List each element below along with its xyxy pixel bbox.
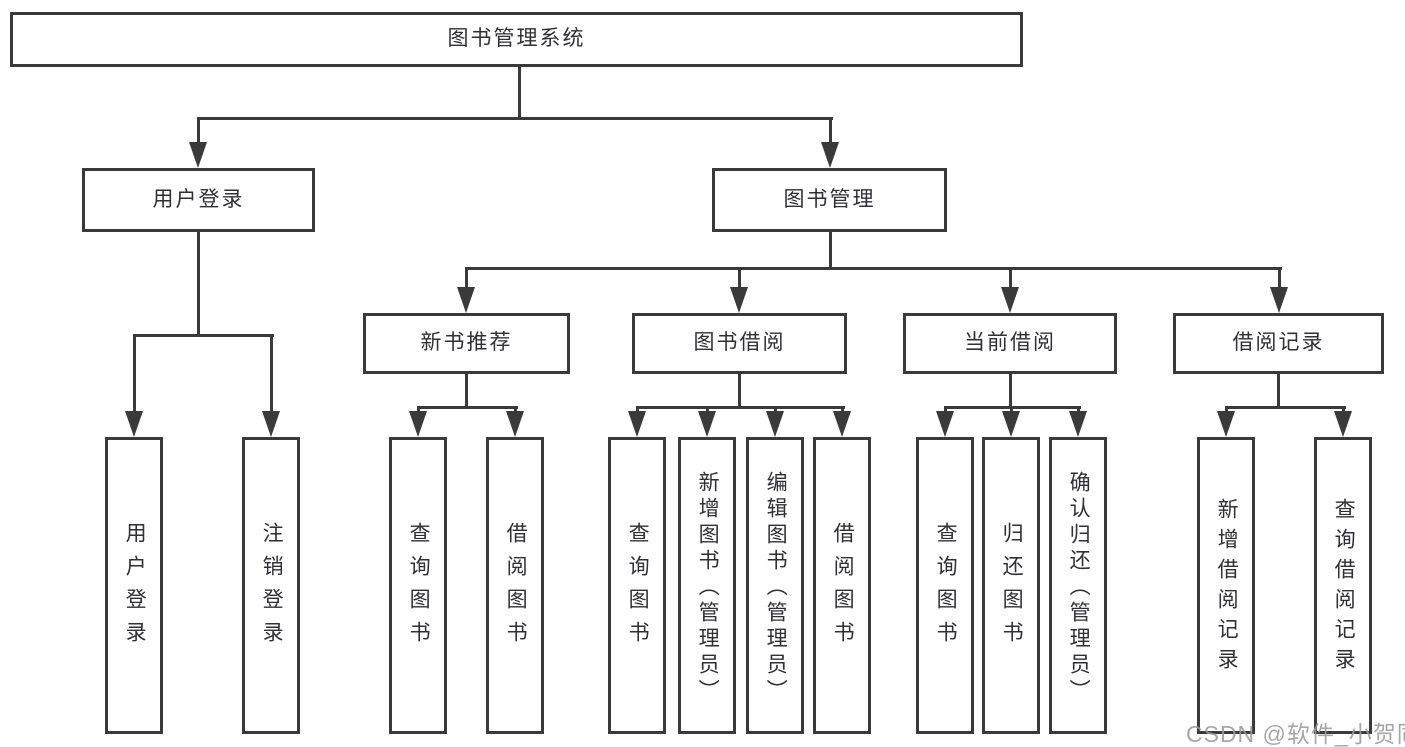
node-current-borrow: 当前借阅 [903, 313, 1117, 374]
connector [465, 267, 1282, 270]
arrowhead-down [1001, 287, 1019, 313]
connector [1225, 406, 1228, 414]
connector [738, 267, 741, 291]
leaf-query-book-2: 查询图书 [608, 437, 666, 734]
leaf-add-borrow-record: 新增借阅记录 [1197, 437, 1255, 734]
node-borrow-record: 借阅记录 [1173, 313, 1384, 374]
arrowhead-down [189, 142, 207, 168]
arrowhead-down [730, 287, 748, 313]
leaf-query-book-1: 查询图书 [389, 437, 447, 734]
connector [829, 232, 832, 270]
connector [270, 334, 273, 413]
connector [133, 334, 274, 337]
connector [133, 334, 136, 413]
connector [465, 374, 468, 409]
connector [465, 267, 468, 291]
arrowhead-down [821, 142, 839, 168]
node-book-management: 图书管理 [712, 168, 947, 232]
connector [738, 374, 741, 409]
arrowhead-down [766, 411, 784, 437]
arrowhead-down [125, 411, 143, 437]
connector [841, 406, 844, 414]
connector [417, 406, 518, 409]
connector [1010, 406, 1013, 414]
arrowhead-down [1069, 411, 1087, 437]
leaf-logout: 注销登录 [242, 437, 300, 734]
connector [514, 406, 517, 414]
node-root: 图书管理系统 [10, 12, 1023, 67]
node-user-login: 用户登录 [82, 168, 315, 232]
arrowhead-down [698, 411, 716, 437]
arrowhead-down [506, 411, 524, 437]
leaf-return-book: 归还图书 [982, 437, 1040, 734]
connector [944, 406, 947, 414]
arrowhead-down [1334, 411, 1352, 437]
connector [706, 406, 709, 414]
arrowhead-down [262, 411, 280, 437]
leaf-user-login: 用户登录 [105, 437, 163, 734]
connector [197, 232, 200, 337]
leaf-confirm-return-admin: 确认归还（管理员） [1049, 437, 1107, 734]
connector [1278, 267, 1281, 291]
connector [1342, 406, 1345, 414]
connector [1009, 374, 1012, 409]
connector [197, 117, 833, 120]
connector [518, 67, 521, 118]
connector [1009, 267, 1012, 291]
leaf-borrow-book-2: 借阅图书 [813, 437, 871, 734]
connector [1225, 406, 1346, 409]
connector [829, 117, 832, 144]
arrowhead-down [409, 411, 427, 437]
csdn-watermark: CSDN @软件_小贺同学 [1186, 721, 1405, 747]
leaf-query-borrow-record: 查询借阅记录 [1314, 437, 1372, 734]
node-new-book-recommend: 新书推荐 [363, 313, 570, 374]
arrowhead-down [628, 411, 646, 437]
arrowhead-down [457, 287, 475, 313]
connector [197, 117, 200, 144]
leaf-add-book-admin: 新增图书（管理员） [678, 437, 736, 734]
leaf-edit-book-admin: 编辑图书（管理员） [746, 437, 804, 734]
connector [774, 406, 777, 414]
arrowhead-down [1002, 411, 1020, 437]
node-book-borrow: 图书借阅 [632, 313, 847, 374]
connector [1277, 374, 1280, 409]
connector [636, 406, 639, 414]
leaf-borrow-book-1: 借阅图书 [486, 437, 544, 734]
arrowhead-down [1217, 411, 1235, 437]
leaf-query-book-3: 查询图书 [916, 437, 974, 734]
arrowhead-down [936, 411, 954, 437]
connector [636, 406, 845, 409]
arrowhead-down [833, 411, 851, 437]
arrowhead-down [1270, 287, 1288, 313]
connector [417, 406, 420, 414]
connector [1077, 406, 1080, 414]
